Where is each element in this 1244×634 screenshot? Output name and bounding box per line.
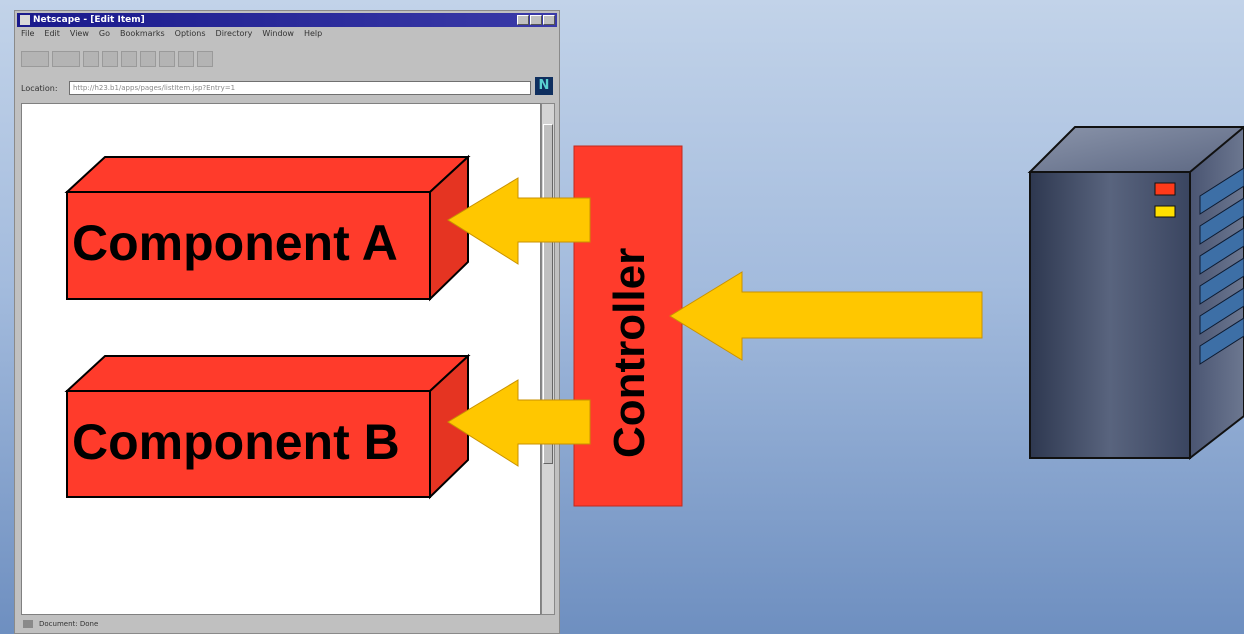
location-input[interactable]: http://h23.b1/apps/pages/listItem.jsp?En… <box>69 81 531 95</box>
browser-toolbar <box>21 47 213 71</box>
find-icon[interactable] <box>178 51 194 67</box>
menu-bookmarks[interactable]: Bookmarks <box>119 29 165 38</box>
window-title: Netscape - [Edit Item] <box>33 15 145 25</box>
component-b-box: Component B <box>64 353 471 500</box>
window-controls <box>517 15 555 25</box>
menu-directory[interactable]: Directory <box>215 29 253 38</box>
server-red-led-icon <box>1154 182 1176 196</box>
menu-options[interactable]: Options <box>174 29 206 38</box>
reload-icon[interactable] <box>102 51 118 67</box>
images-icon[interactable] <box>121 51 137 67</box>
status-bar: Document: Done <box>17 617 557 631</box>
print-icon[interactable] <box>159 51 175 67</box>
component-a-box: Component A <box>64 154 471 302</box>
controller-box: Controller <box>573 145 683 507</box>
menu-window[interactable]: Window <box>262 29 294 38</box>
menu-file[interactable]: File <box>21 29 35 38</box>
maximize-icon[interactable] <box>530 15 542 25</box>
close-icon[interactable] <box>543 15 555 25</box>
menu-view[interactable]: View <box>69 29 89 38</box>
arrow-controller-to-component-b <box>447 379 591 467</box>
netscape-logo-icon: N <box>535 77 553 95</box>
menu-bar: File Edit View Go Bookmarks Options Dire… <box>21 29 322 43</box>
server-yellow-led-icon <box>1154 205 1176 218</box>
home-icon[interactable] <box>83 51 99 67</box>
arrow-server-to-controller <box>669 271 983 361</box>
scrollbar-thumb[interactable] <box>543 124 553 464</box>
forward-icon[interactable] <box>52 51 80 67</box>
controller-label: Controller <box>605 248 654 458</box>
menu-help[interactable]: Help <box>303 29 323 38</box>
open-icon[interactable] <box>140 51 156 67</box>
arrow-controller-to-component-a <box>447 177 591 265</box>
location-bar: Location: http://h23.b1/apps/pages/listI… <box>21 79 531 97</box>
security-icon <box>23 620 33 628</box>
server-icon <box>1027 125 1244 461</box>
component-a-label: Component A <box>72 215 398 271</box>
status-text: Document: Done <box>39 620 99 628</box>
location-label: Location: <box>21 83 58 93</box>
server-vents <box>1199 167 1244 365</box>
menu-go[interactable]: Go <box>98 29 110 38</box>
stop-icon[interactable] <box>197 51 213 67</box>
app-icon <box>20 15 30 25</box>
component-b-label: Component B <box>72 414 400 470</box>
menu-edit[interactable]: Edit <box>44 29 60 38</box>
back-icon[interactable] <box>21 51 49 67</box>
minimize-icon[interactable] <box>517 15 529 25</box>
browser-title-bar: Netscape - [Edit Item] <box>17 13 557 27</box>
